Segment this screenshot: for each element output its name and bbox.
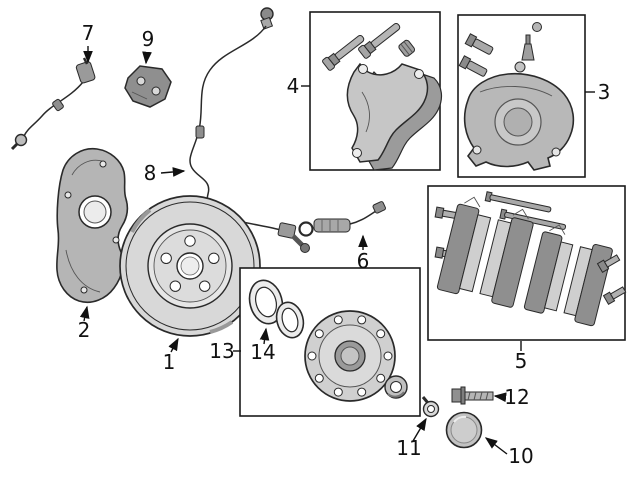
hub-seal [384,375,408,399]
callout-14: 14 [250,340,275,364]
leader-line-14 [259,327,270,345]
guide-pin-2 [358,23,401,59]
guide-pin-1 [322,35,365,71]
pad-retainer-pins [484,191,567,230]
callout-9: 9 [142,27,155,51]
bleeder-valve [514,22,542,73]
leader-line-10 [484,437,508,455]
leader-line-2 [79,305,90,322]
bearing-ring-outer [248,279,284,325]
callout-3: 3 [598,80,611,104]
callout-13: 13 [209,339,234,363]
box-13-hub-bearing-kit [239,267,421,417]
part-11-grommet [421,396,440,418]
part-6-wear-sensor [298,201,386,237]
pad-bolt-right-1 [596,254,621,274]
caliper-bolt-1 [464,33,494,55]
part-7-abs-sensor [10,57,96,151]
box-3-caliper-kit [457,14,586,178]
part-12-hub-bolt [451,386,494,405]
leader-line-11 [412,417,427,442]
pin-boot [398,39,416,57]
callouts: 7 9 8 4 3 5 6 2 1 13 14 12 11 10 [78,21,611,468]
pad-bolt-left-1 [434,206,460,220]
caliper-bolt-2 [458,55,488,77]
callout-12: 12 [504,385,529,409]
part-8-abs-sensor-cable [189,7,310,253]
callout-5: 5 [515,349,528,373]
brake-pads-left [436,196,534,308]
callout-4: 4 [287,74,300,98]
part-9-mounting-bracket [124,65,172,108]
leader-line-1 [168,337,179,353]
callout-6: 6 [357,249,370,273]
part-1-brake-rotor [119,195,261,337]
callout-7: 7 [82,21,95,45]
leader-line-12 [493,392,507,403]
leader-line-8 [160,167,186,177]
box-5-brake-pad-set [427,185,627,341]
wheel-hub [304,310,396,402]
callout-10: 10 [508,444,533,468]
leader-line-9 [142,51,152,65]
callout-1: 1 [163,350,176,374]
callout-11: 11 [396,436,421,460]
part-10-dust-cap [445,411,483,449]
callout-2: 2 [78,318,91,342]
callout-8: 8 [144,161,157,185]
pad-bolt-right-2 [602,286,627,306]
bearing-ring-inner [275,301,305,339]
part-2-splash-shield [56,147,129,304]
box-4-caliper-bracket-kit [309,11,443,171]
